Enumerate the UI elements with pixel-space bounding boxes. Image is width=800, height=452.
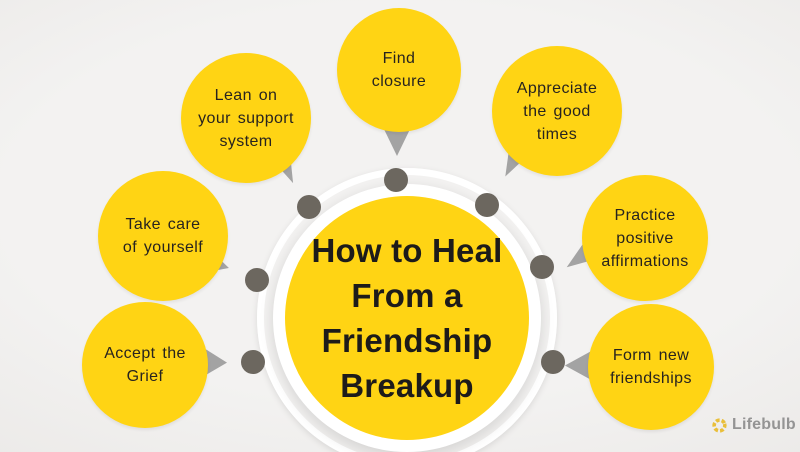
bubble-label: Accept the Grief <box>104 345 186 385</box>
connector-dot <box>384 168 408 192</box>
lifebulb-logo: Lifebulb <box>711 416 796 434</box>
center-circle: How to Heal From a Friendship Breakup <box>285 196 529 440</box>
bubble-find-closure: Find closure <box>337 8 461 132</box>
center-halo-ring: How to Heal From a Friendship Breakup <box>273 184 541 452</box>
page-title: How to Heal From a Friendship Breakup <box>311 232 503 404</box>
lifebulb-logo-text: Lifebulb <box>732 416 796 433</box>
bubble-practice-affirmations: Practice positive affirmations <box>582 175 708 301</box>
orbit-ring <box>257 168 557 452</box>
bubble-take-care-of-yourself: Take care of yourself <box>98 171 228 301</box>
bubble-tail-find-closure <box>384 130 410 156</box>
bubble-label: Take care of yourself <box>122 216 204 256</box>
connector-dot <box>241 350 265 374</box>
connector-dot <box>245 268 269 292</box>
bubble-label: Form new friendships <box>610 347 692 387</box>
bubble-appreciate-good-times: Appreciate the good times <box>492 46 622 176</box>
sunburst-icon <box>711 417 728 434</box>
connector-dot <box>530 255 554 279</box>
bubble-lean-on-support: Lean on your support system <box>181 53 311 183</box>
bubble-accept-the-grief: Accept the Grief <box>82 302 208 428</box>
bubble-label: Appreciate the good times <box>516 79 598 143</box>
connector-dot <box>541 350 565 374</box>
bubble-label: Lean on your support system <box>198 86 294 150</box>
bubble-label: Practice positive affirmations <box>601 206 689 270</box>
bubble-form-new-friendships: Form new friendships <box>588 304 714 430</box>
bubble-label: Find closure <box>371 50 427 90</box>
connector-dot <box>475 193 499 217</box>
connector-dot <box>297 195 321 219</box>
